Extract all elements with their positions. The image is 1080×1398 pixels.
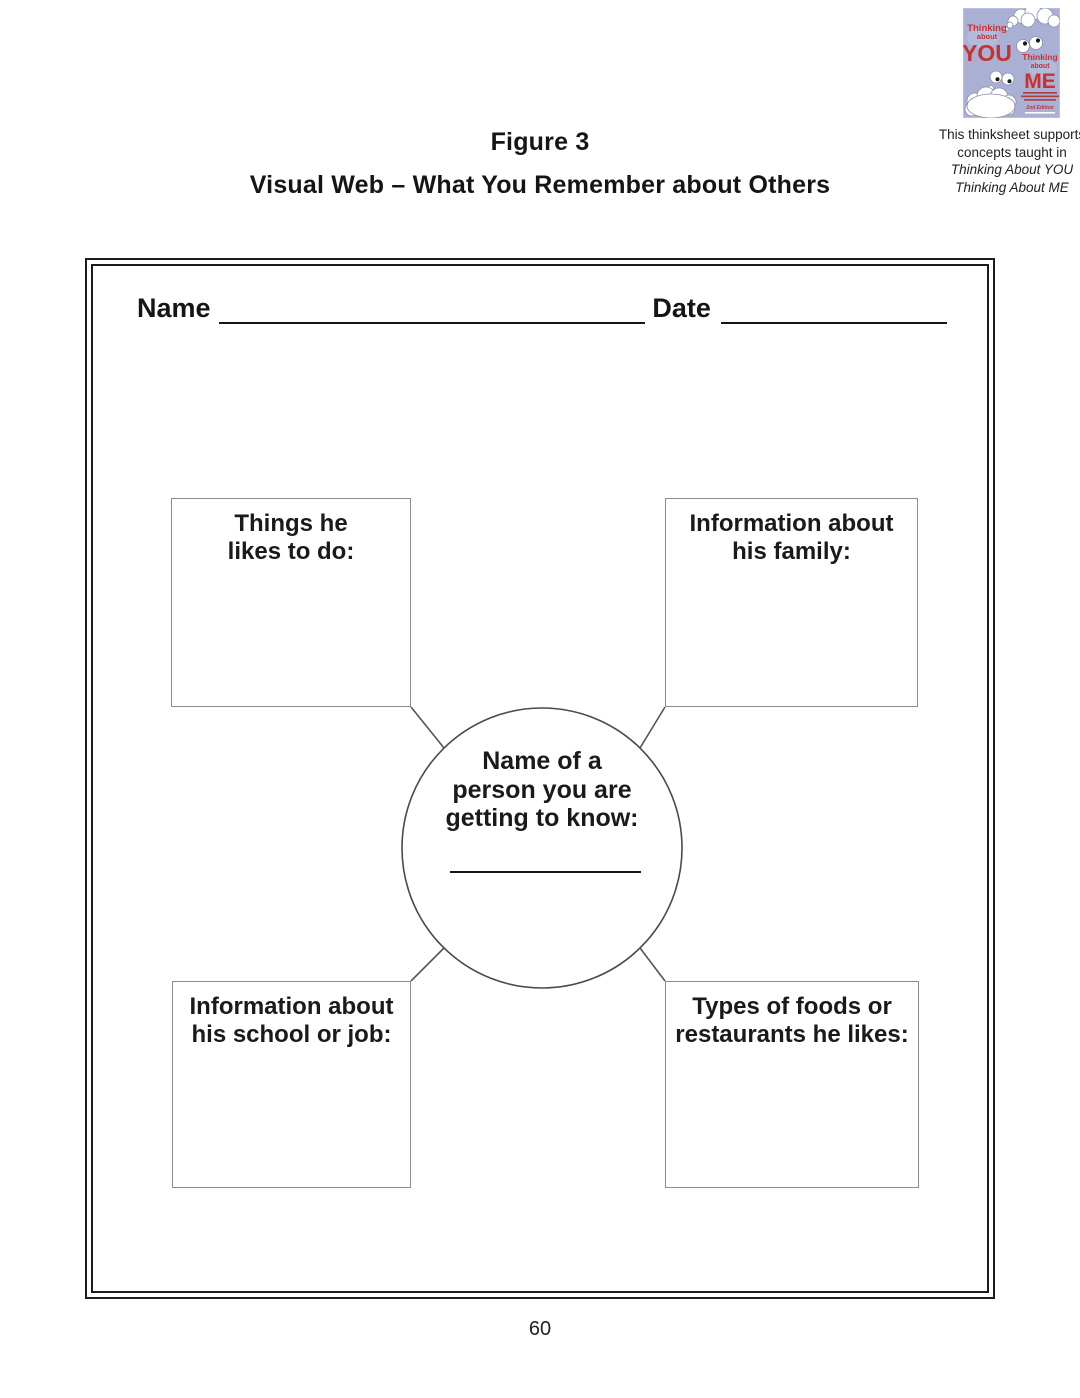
- support-note-prefix: This thinksheet supports concepts taught…: [938, 127, 1080, 160]
- cloud-bottom-left: [964, 86, 1017, 119]
- date-fill-line: [720, 290, 947, 324]
- worksheet-frame-inner-rule: [91, 264, 989, 1293]
- center-circle-fill-line: [450, 871, 641, 873]
- web-box-label: Types of foods or restaurants he likes:: [675, 993, 909, 1049]
- svg-text:about: about: [1030, 63, 1050, 70]
- svg-text:Thinking: Thinking: [967, 23, 1007, 34]
- svg-text:YOU: YOU: [963, 40, 1012, 66]
- web-box-things-he-likes: Things he likes to do:: [171, 498, 411, 707]
- date-label: Date: [652, 293, 711, 323]
- web-box-family-info: Information about his family:: [665, 498, 918, 707]
- web-box-label: Information about his family:: [689, 510, 894, 566]
- web-box-label: Things he likes to do:: [227, 510, 355, 566]
- page-number: 60: [528, 1318, 552, 1340]
- worksheet-frame: [85, 258, 995, 1299]
- web-box-label: Information about his school or job:: [189, 993, 394, 1049]
- figure-label: Figure 3: [490, 128, 590, 156]
- web-box-foods-restaurants: Types of foods or restaurants he likes:: [665, 981, 919, 1188]
- svg-text:2nd Edition: 2nd Edition: [1025, 105, 1053, 111]
- center-circle: [401, 707, 683, 989]
- name-fill-line: [218, 290, 646, 324]
- web-box-school-or-job: Information about his school or job:: [172, 981, 411, 1188]
- svg-text:about: about: [977, 32, 998, 41]
- support-note-book-title: Thinking About YOU Thinking About ME: [950, 162, 1074, 195]
- svg-text:ME: ME: [1024, 70, 1056, 93]
- page-title: Visual Web – What You Remember about Oth…: [249, 171, 831, 199]
- name-date-row: Name Date: [137, 290, 947, 324]
- svg-text:Thinking: Thinking: [1022, 52, 1057, 62]
- connector-lines: [410, 706, 666, 982]
- book-cover-art: Thinking about YOU Thinking about ME: [962, 3, 1061, 119]
- cloud-top-right: [1003, 3, 1061, 32]
- name-label: Name: [137, 293, 211, 323]
- support-note: This thinksheet supports concepts taught…: [938, 126, 1080, 196]
- book-cover-thumbnail: Thinking about YOU Thinking about ME: [962, 3, 1061, 119]
- center-circle-label: Name of a person you are getting to know…: [445, 747, 639, 832]
